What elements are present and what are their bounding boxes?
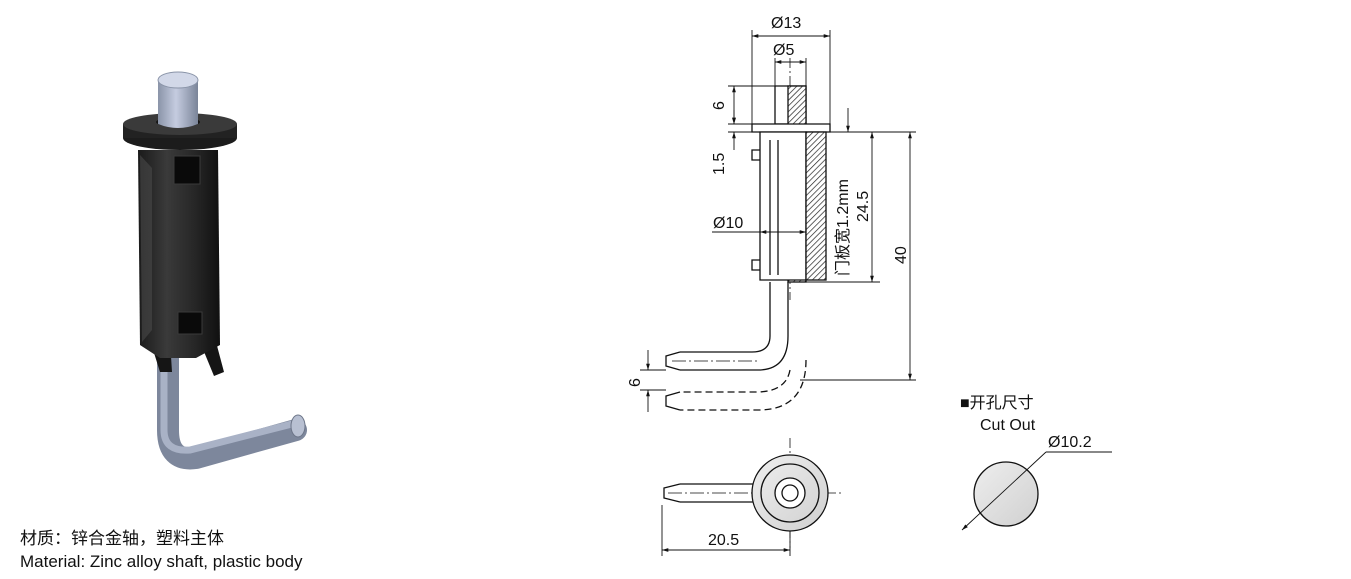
side-section-view	[665, 58, 831, 411]
dim-rod-diameter: 6	[627, 378, 644, 387]
dim-pin-diameter: Ø5	[773, 42, 794, 59]
dim-door-panel: 门板宽1.2mm	[834, 179, 852, 276]
top-view	[661, 438, 842, 556]
side-view-dimensions	[640, 30, 916, 412]
cutout-hole	[973, 461, 1039, 527]
material-caption-zh: 材质：锌合金轴，塑料主体	[20, 529, 224, 548]
material-caption-en: Material: Zinc alloy shaft, plastic body	[20, 552, 303, 571]
bent-rod	[157, 337, 307, 470]
dim-cutout-diameter: Ø10.2	[1048, 434, 1092, 451]
dim-arm-length: 20.5	[708, 532, 739, 549]
cutout-title-en: Cut Out	[980, 417, 1036, 434]
dim-body-diameter: Ø10	[713, 215, 743, 232]
cutout-view: ■开孔尺寸 Cut Out Ø10.2	[960, 394, 1112, 531]
dim-body-length: 24.5	[855, 191, 872, 222]
dim-overall-length: 40	[893, 246, 910, 264]
dim-top-diameter: Ø13	[771, 15, 801, 32]
dim-head-height: 6	[711, 101, 728, 110]
cutout-title-zh: ■开孔尺寸	[960, 394, 1034, 412]
dim-flange-thickness: 1.5	[711, 153, 728, 175]
spring-pin	[158, 82, 198, 128]
product-illustration	[123, 71, 307, 470]
plastic-body	[138, 150, 220, 358]
